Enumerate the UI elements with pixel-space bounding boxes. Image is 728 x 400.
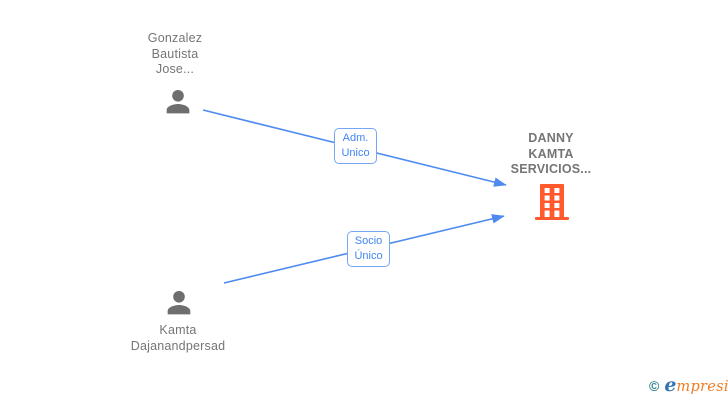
person-icon[interactable]	[162, 286, 196, 320]
person-icon[interactable]	[161, 85, 195, 119]
brand-rest: mpresia	[676, 379, 728, 395]
copyright-icon: ©	[649, 378, 660, 394]
company-name-label[interactable]: DANNY KAMTA SERVICIOS...	[510, 131, 592, 176]
brand-initial: e	[664, 374, 677, 396]
edge2-relationship-chip: Socio Único	[347, 231, 390, 267]
empresia-brand-text: empresia	[664, 374, 728, 396]
edge1-relationship-chip: Adm. Unico	[334, 128, 377, 164]
person2-name-label[interactable]: Kamta Dajanandpersad	[130, 323, 226, 353]
empresia-logo[interactable]: © empresia	[649, 374, 728, 396]
building-icon[interactable]	[535, 184, 569, 220]
person1-name-label[interactable]: Gonzalez Bautista Jose...	[147, 31, 203, 76]
